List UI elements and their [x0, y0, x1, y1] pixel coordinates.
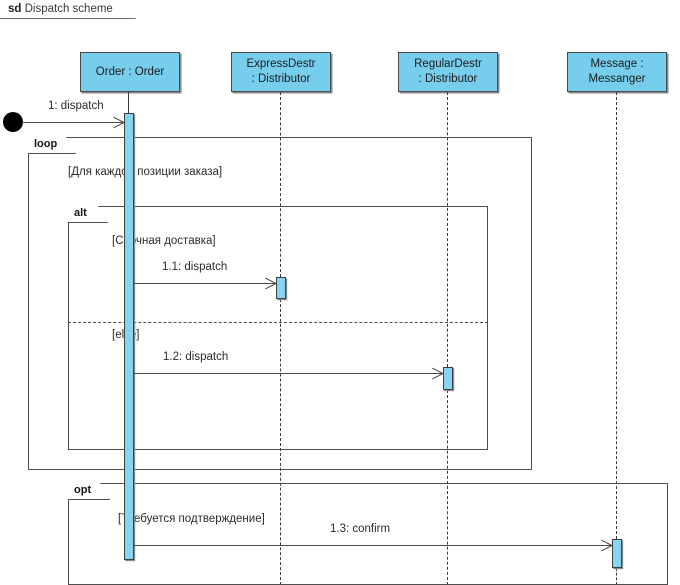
fragment-opt-guard: [Требуется подтверждение] — [118, 513, 265, 525]
lifeline-head-order[interactable]: Order : Order — [80, 52, 180, 92]
lifeline-stem-express — [280, 92, 281, 277]
lifeline-stem-regular — [447, 92, 448, 367]
diagram-name: Dispatch scheme — [24, 3, 113, 15]
fragment-alt[interactable] — [68, 206, 488, 450]
fragment-loop-operator: loop — [28, 137, 76, 154]
activation-bar-regular[interactable] — [443, 367, 453, 390]
lifeline-stem-order-top — [128, 92, 129, 113]
diagram-frame-label: sd Dispatch scheme — [0, 0, 136, 19]
lifeline-label-express-line2: : Distributor — [251, 73, 311, 85]
message-line-1-1[interactable] — [134, 283, 276, 284]
lifeline-label-regular-line2: : Distributor — [418, 73, 478, 85]
lifeline-stem-express-lower — [280, 299, 281, 585]
lifeline-head-express[interactable]: ExpressDestr : Distributor — [231, 52, 331, 92]
lifeline-label-express-line1: ExpressDestr — [246, 58, 316, 70]
fragment-alt-divider — [68, 322, 488, 323]
lifeline-label-regular-line1: RegularDestr — [414, 58, 482, 70]
lifeline-head-message[interactable]: Message : Messanger — [567, 52, 667, 92]
message-label-1-1: 1.1: dispatch — [162, 261, 228, 273]
lifeline-stem-message-lower — [616, 568, 617, 585]
activation-bar-express[interactable] — [276, 277, 286, 299]
fragment-alt-guard-1: [Срочная доставка] — [112, 235, 216, 247]
lifeline-label-order-line1: Order : Order — [95, 65, 165, 78]
lifeline-label-message-line1: Message : — [590, 58, 644, 70]
message-label-1: 1: dispatch — [48, 100, 104, 112]
fragment-loop[interactable] — [28, 137, 532, 470]
fragment-opt-operator: opt — [68, 483, 110, 500]
message-label-1-2: 1.2: dispatch — [163, 351, 229, 363]
fragment-loop-guard: [Для каждой позиции заказа] — [68, 166, 223, 178]
diagram-kind-keyword: sd — [8, 3, 22, 15]
message-line-1-3[interactable] — [134, 545, 612, 546]
message-line-1[interactable] — [22, 122, 124, 123]
lifeline-stem-message — [616, 92, 617, 539]
found-message-start-node — [3, 112, 23, 132]
lifeline-head-regular[interactable]: RegularDestr : Distributor — [398, 52, 498, 92]
lifeline-stem-regular-lower — [447, 390, 448, 585]
message-label-1-3: 1.3: confirm — [330, 523, 391, 535]
message-line-1-2[interactable] — [134, 373, 443, 374]
lifeline-label-message-line2: Messanger — [588, 73, 646, 85]
activation-bar-message[interactable] — [612, 539, 622, 568]
activation-bar-order[interactable] — [124, 113, 134, 560]
